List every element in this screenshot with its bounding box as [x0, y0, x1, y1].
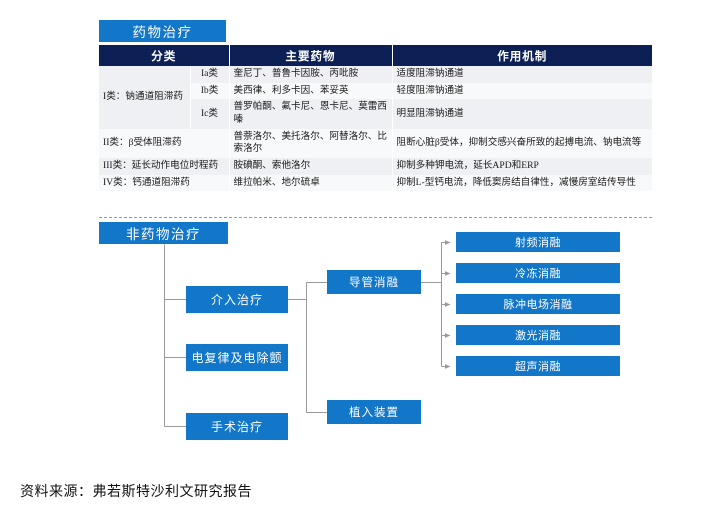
- node-radiofrequency-ablation: 射频消融: [456, 232, 620, 252]
- cell-drugs: 普萘洛尔、美托洛尔、阿替洛尔、比索洛尔: [229, 128, 393, 158]
- cell-mechanism: 轻度阻滞钠通道: [392, 82, 652, 100]
- table-row: III类：延长动作电位时程药 胺碘酮、索他洛尔 抑制多种钾电流，延长APD和ER…: [99, 157, 652, 175]
- nondrug-treatment-badge: 非药物治疗: [99, 222, 228, 244]
- cell-drugs: 普罗帕酮、氟卡尼、恩卡尼、莫雷西嗪: [229, 99, 393, 129]
- source-note: 资料来源：弗若斯特沙利文研究报告: [20, 485, 252, 500]
- drug-classification-table: 分类 主要药物 作用机制 I类：钠通道阻滞药 Ia类 奎尼丁、普鲁卡因胺、丙吡胺…: [99, 45, 652, 192]
- cell-class-main: I类：钠通道阻滞药: [99, 66, 191, 129]
- cell-drugs: 奎尼丁、普鲁卡因胺、丙吡胺: [229, 66, 393, 83]
- cell-class-sub: Ic类: [190, 99, 230, 129]
- cell-mechanism: 抑制多种钾电流，延长APD和ERP: [392, 157, 652, 175]
- node-surgical-therapy: 手术治疗: [186, 413, 288, 440]
- node-cryoablation: 冷冻消融: [456, 263, 620, 283]
- node-pulsed-field-ablation: 脉冲电场消融: [456, 294, 620, 314]
- node-implantable-device: 植入装置: [327, 400, 421, 424]
- cell-drugs: 美西律、利多卡因、苯妥英: [229, 82, 393, 100]
- table-row: II类：β受体阻滞药 普萘洛尔、美托洛尔、阿替洛尔、比索洛尔 阻断心脏β受体，抑…: [99, 128, 652, 158]
- column-header-mechanism: 作用机制: [392, 45, 652, 66]
- table-row: Ib类 美西律、利多卡因、苯妥英 轻度阻滞钠通道: [99, 82, 652, 100]
- drug-treatment-badge: 药物治疗: [99, 20, 226, 42]
- table-row: Ic类 普罗帕酮、氟卡尼、恩卡尼、莫雷西嗪 明显阻滞钠通道: [99, 99, 652, 129]
- table-row: I类：钠通道阻滞药 Ia类 奎尼丁、普鲁卡因胺、丙吡胺 适度阻滞钠通道: [99, 66, 652, 129]
- node-catheter-ablation: 导管消融: [327, 270, 421, 294]
- column-header-classification: 分类: [99, 45, 230, 66]
- cell-mechanism: 适度阻滞钠通道: [392, 66, 652, 83]
- cell-mechanism: 明显阻滞钠通道: [392, 99, 652, 129]
- cell-class-sub: Ib类: [190, 82, 230, 100]
- cell-drugs: 胺碘酮、索他洛尔: [229, 157, 393, 175]
- cell-class-main: IV类：钙通道阻滞药: [99, 174, 230, 192]
- cell-mechanism: 抑制L-型钙电流，降低窦房结自律性，减慢房室结传导性: [392, 174, 652, 192]
- cell-class-main: III类：延长动作电位时程药: [99, 157, 230, 175]
- cell-class-sub: Ia类: [190, 66, 230, 83]
- node-ultrasound-ablation: 超声消融: [456, 356, 620, 376]
- cell-drugs: 维拉帕米、地尔硫卓: [229, 174, 393, 192]
- table-row: IV类：钙通道阻滞药 维拉帕米、地尔硫卓 抑制L-型钙电流，降低窦房结自律性，减…: [99, 174, 652, 192]
- table-header-row: 分类 主要药物 作用机制: [99, 45, 652, 66]
- column-header-main-drugs: 主要药物: [229, 45, 393, 66]
- node-interventional-therapy: 介入治疗: [186, 286, 288, 313]
- node-laser-ablation: 激光消融: [456, 325, 620, 345]
- section-divider: [99, 217, 652, 218]
- cell-class-main: II类：β受体阻滞药: [99, 128, 230, 158]
- cell-mechanism: 阻断心脏β受体，抑制交感兴奋所致的起搏电流、钠电流等: [392, 128, 652, 158]
- node-cardioversion-defibrillation: 电复律及电除颤: [186, 344, 288, 371]
